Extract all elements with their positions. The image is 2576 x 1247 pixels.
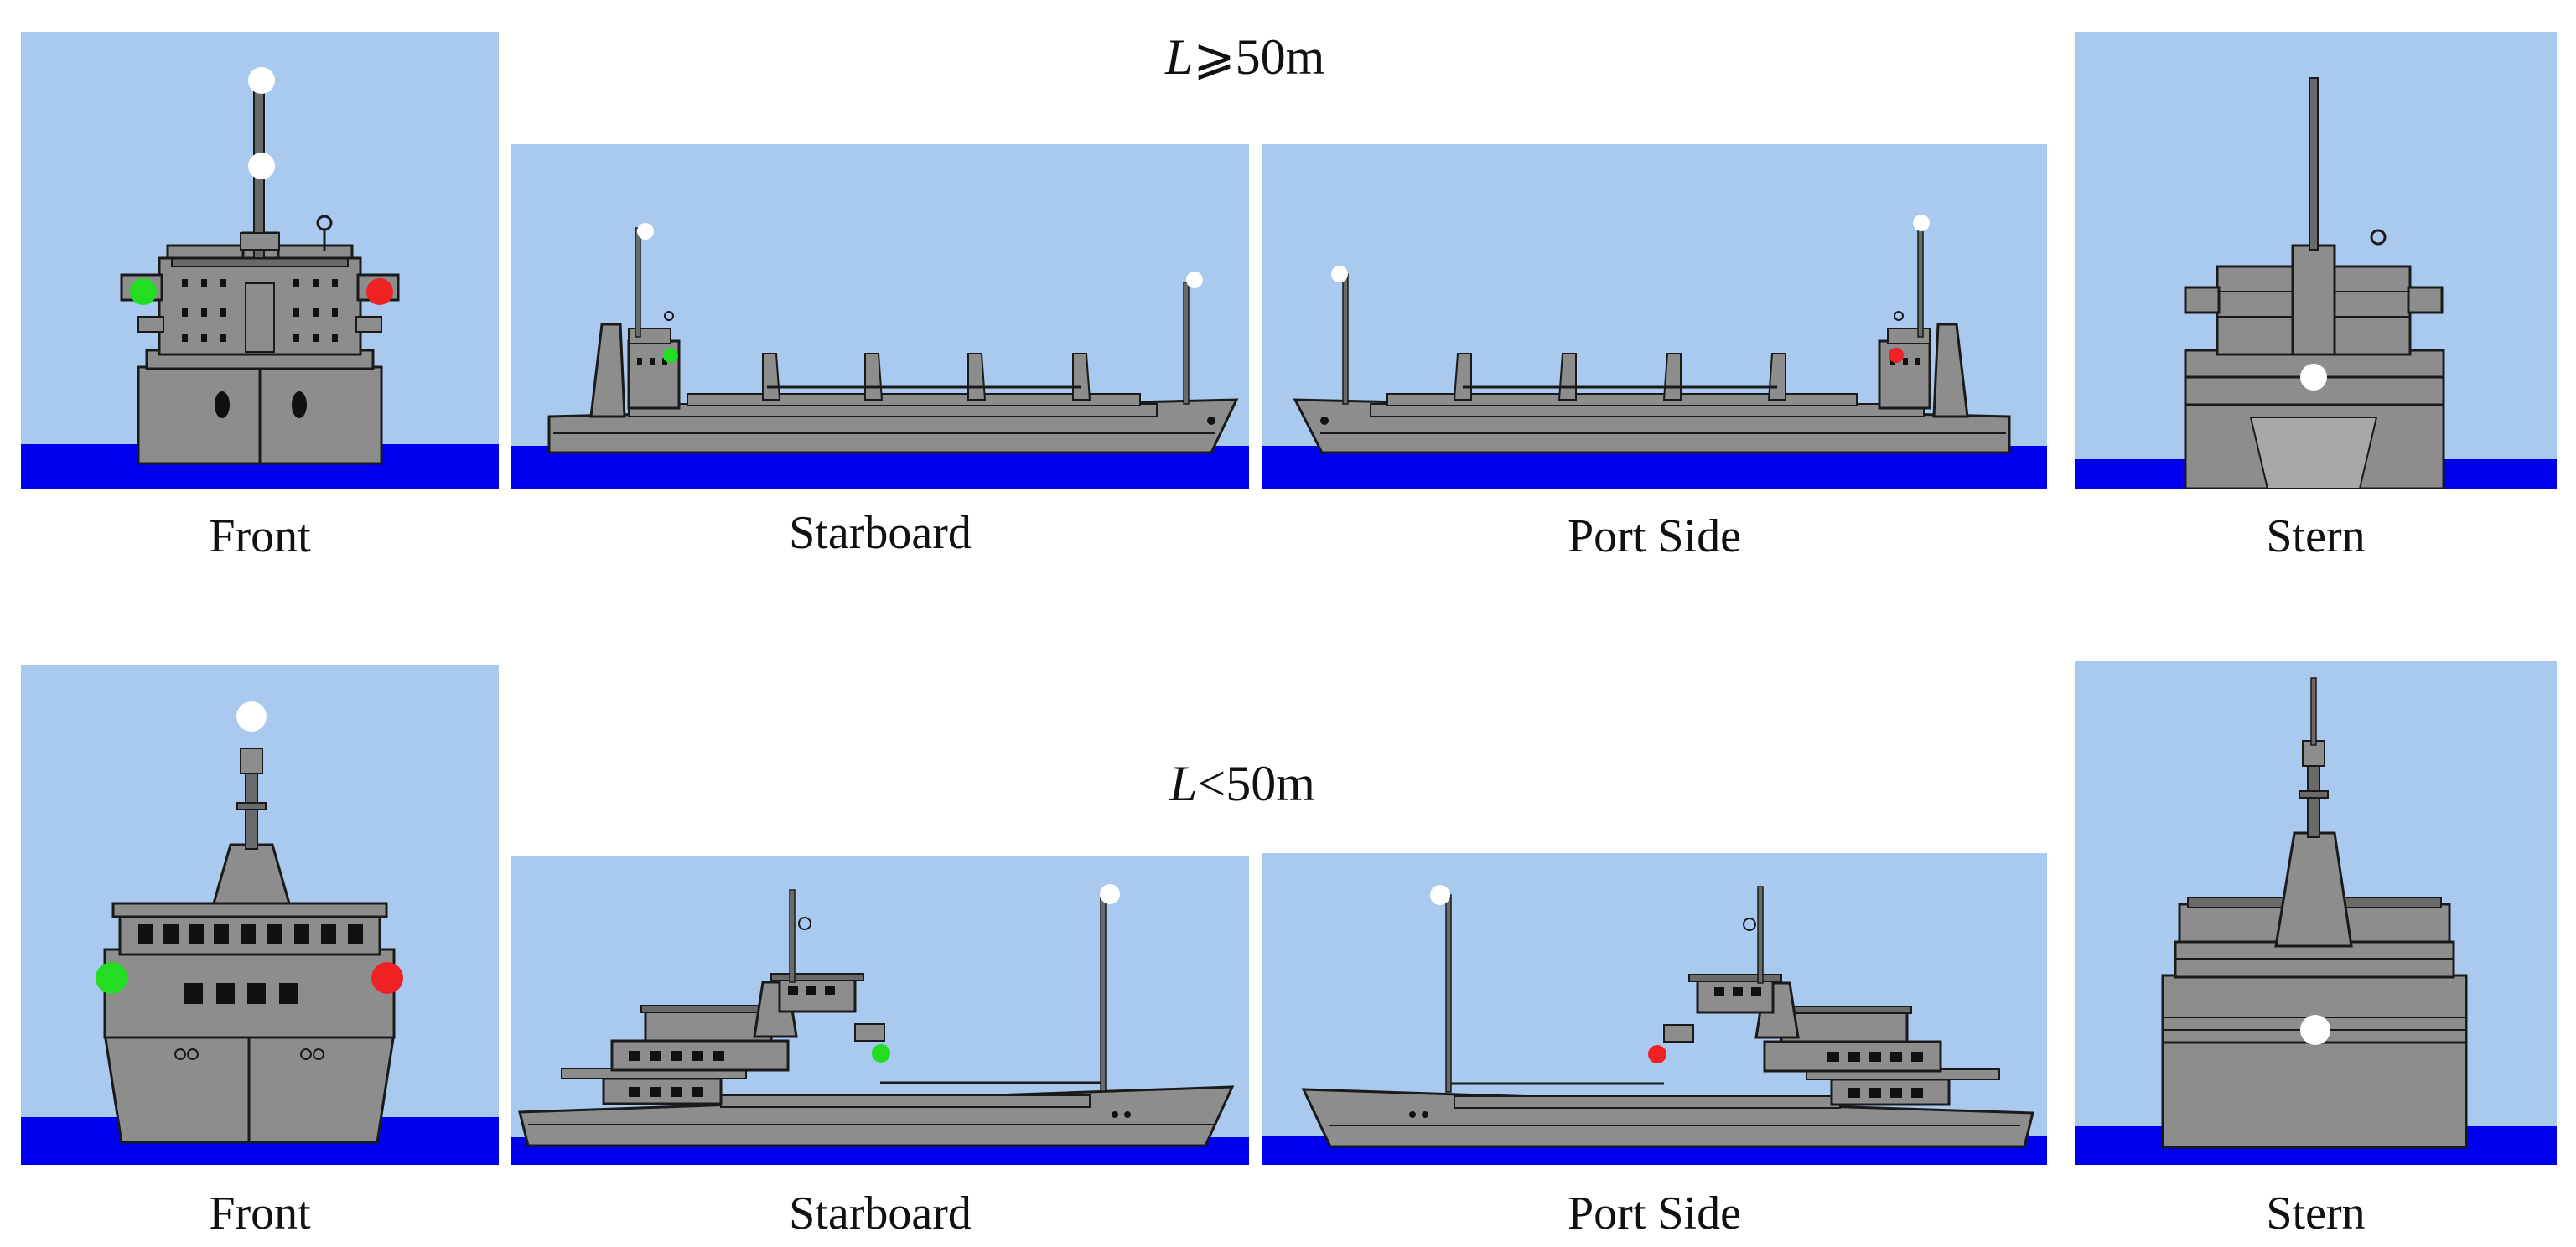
heading-length-over-50m: L⩾50m bbox=[1165, 32, 1324, 82]
panel-large-port bbox=[1262, 144, 2047, 489]
large-ship-stern-view bbox=[2075, 32, 2557, 489]
heading-variable: L bbox=[1169, 756, 1198, 811]
caption-small-port: Port Side bbox=[1568, 1187, 1741, 1239]
large-ship-front-view bbox=[21, 32, 499, 489]
panel-large-starboard bbox=[511, 144, 1249, 489]
panel-small-starboard bbox=[511, 856, 1249, 1165]
small-ship-starboard-view bbox=[511, 856, 1249, 1165]
large-ship-port-view bbox=[1262, 144, 2047, 489]
caption-large-stern: Stern bbox=[2266, 510, 2366, 562]
panel-small-stern bbox=[2075, 661, 2557, 1165]
heading-length-under-50m: L<50m bbox=[1169, 758, 1315, 809]
heading-relation: ⩾50m bbox=[1193, 29, 1325, 85]
caption-large-port: Port Side bbox=[1568, 510, 1741, 562]
caption-small-stern: Stern bbox=[2266, 1187, 2366, 1239]
large-ship-starboard-view bbox=[511, 144, 1249, 489]
small-ship-stern-view bbox=[2075, 661, 2557, 1165]
heading-variable: L bbox=[1165, 29, 1194, 85]
caption-large-starboard: Starboard bbox=[789, 507, 972, 559]
panel-large-front bbox=[21, 32, 499, 489]
heading-relation: <50m bbox=[1197, 756, 1315, 811]
caption-large-front: Front bbox=[209, 510, 311, 562]
small-ship-port-view bbox=[1262, 853, 2047, 1165]
panel-large-stern bbox=[2075, 32, 2557, 489]
panel-small-front bbox=[21, 665, 499, 1165]
caption-small-starboard: Starboard bbox=[789, 1187, 972, 1239]
small-ship-front-view bbox=[21, 665, 499, 1165]
caption-small-front: Front bbox=[209, 1187, 311, 1239]
panel-small-port bbox=[1262, 853, 2047, 1165]
